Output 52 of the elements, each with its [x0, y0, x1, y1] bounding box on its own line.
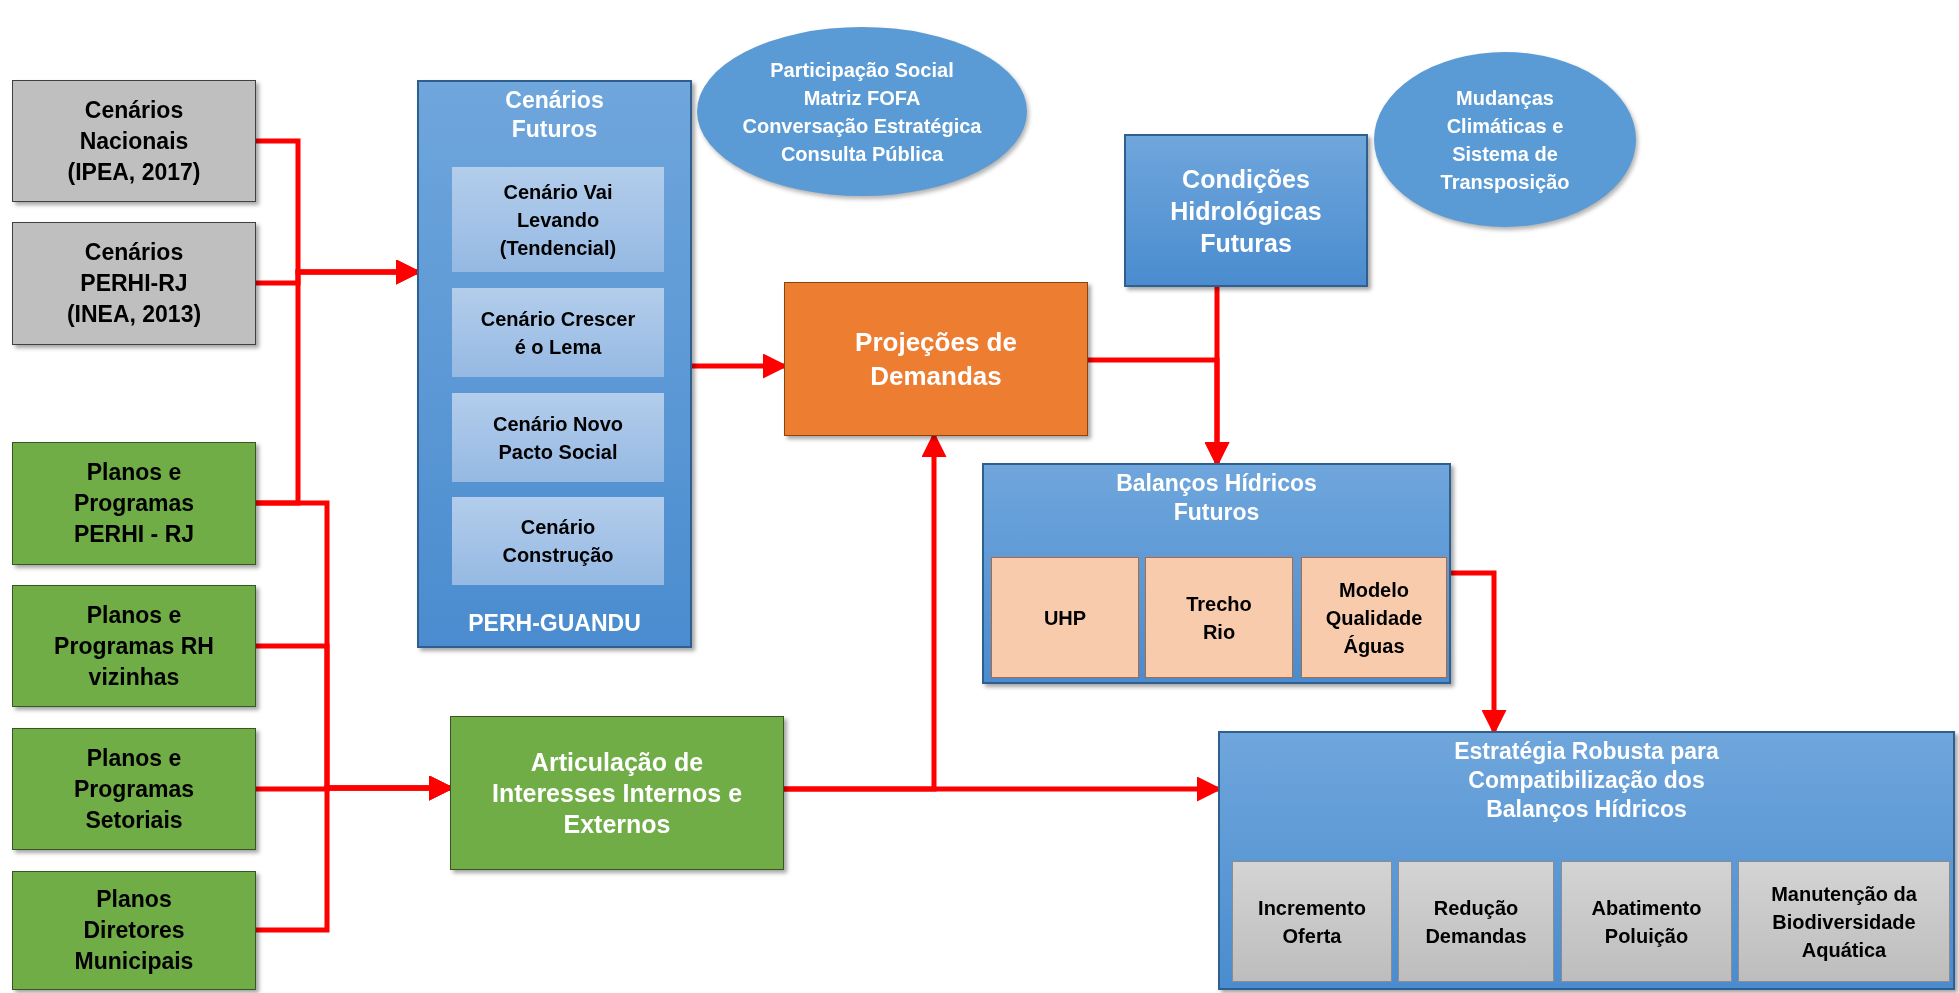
- input-box: [12, 871, 256, 990]
- node-label: Cenário Novo Pacto Social: [492, 411, 624, 465]
- node-label: Planos e Programas Setoriais: [72, 743, 196, 835]
- node-label: Redução Demandas: [1424, 895, 1528, 949]
- group-panel: [982, 463, 1451, 684]
- node-label: Cenário Vai Levando (Tendencial): [498, 179, 618, 261]
- item-box: [991, 557, 1139, 678]
- process-box: [1124, 134, 1368, 287]
- node-label: Participação Social: [770, 57, 954, 83]
- item-box: [1561, 861, 1732, 982]
- node-label: Cenários PERHI-RJ (INEA, 2013): [65, 238, 203, 329]
- node-label: UHP: [1043, 605, 1087, 631]
- item-box: [1301, 557, 1447, 678]
- input-box: [12, 442, 256, 565]
- item-box: [1232, 861, 1392, 982]
- node-label: Cenário Crescer é o Lema: [480, 306, 636, 360]
- node-label: Cenário Construção: [501, 515, 615, 568]
- node-label: Planos e Programas RH vizinhas: [53, 600, 215, 692]
- node-label: Articulação de Interesses Internos e Externos: [490, 746, 744, 840]
- item-box: [1738, 861, 1950, 982]
- item-box: [1145, 557, 1293, 678]
- node-label: Mudanças Climáticas e Sistema de Transposição: [1439, 85, 1571, 195]
- panel-heading: Estratégia Robusta para Compatibilização dos Balanços Hídricos: [1453, 737, 1720, 824]
- node-label: Consulta Pública: [780, 141, 944, 167]
- panel-heading: Cenários Futuros: [504, 86, 605, 144]
- scenario-box: [452, 497, 664, 585]
- scenario-box: [452, 393, 664, 482]
- scenario-box: [452, 167, 664, 272]
- node-label: Trecho Rio: [1185, 591, 1253, 645]
- panel-footer: PERH-GUANDU: [419, 609, 690, 638]
- node-label: Incremento Oferta: [1257, 895, 1367, 949]
- node-label: Conversação Estratégica: [742, 113, 982, 139]
- node-label: Cenários Nacionais (IPEA, 2017): [66, 95, 202, 187]
- item-box: [1398, 861, 1554, 982]
- group-panel: [417, 80, 692, 648]
- process-box: [450, 716, 784, 870]
- input-box: [12, 80, 256, 202]
- scenario-box: [452, 288, 664, 377]
- node-label: Planos e Programas PERHI - RJ: [72, 458, 196, 549]
- process-box: [784, 282, 1088, 436]
- node-label: Abatimento Poluição: [1590, 895, 1703, 949]
- node-label: Modelo Qualidade Águas: [1325, 577, 1423, 659]
- panel-heading: Balanços Hídricos Futuros: [1115, 469, 1318, 527]
- node-label: Projeções de Demandas: [854, 326, 1018, 393]
- node-label: Condições Hidrológicas Futuras: [1169, 163, 1323, 259]
- input-box: [12, 222, 256, 345]
- node-label: Matriz FOFA: [803, 85, 921, 111]
- input-box: [12, 585, 256, 707]
- node-label: Planos Diretores Municipais: [73, 885, 195, 976]
- input-box: [12, 728, 256, 850]
- node-label: Manutenção da Biodiversidade Aquática: [1770, 881, 1918, 963]
- group-panel: [1218, 731, 1955, 990]
